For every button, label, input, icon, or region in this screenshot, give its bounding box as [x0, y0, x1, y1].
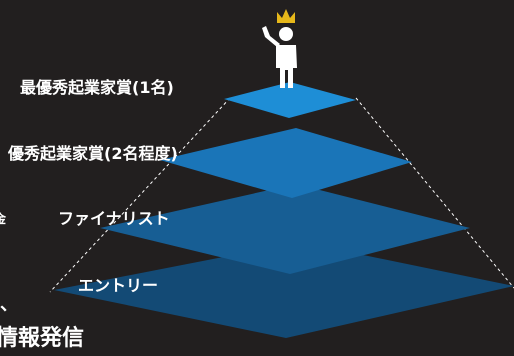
tier-top [224, 82, 356, 118]
winner-person-icon [262, 26, 297, 88]
tier-label-finalist: ファイナリスト [58, 209, 170, 228]
right-guide-line [355, 97, 514, 289]
left-guide-line [49, 97, 231, 293]
left-text-fragment-b: 、 [0, 294, 18, 315]
left-text-fragment-c: 情報発信 [0, 326, 85, 351]
tier-finalist [100, 184, 470, 274]
crown-icon [277, 9, 295, 23]
left-text-fragment-a: 金 [0, 212, 7, 226]
tier-excellent [160, 128, 412, 198]
tier-label-top: 最優秀起業家賞(1名) [20, 78, 174, 97]
tier-entry [54, 242, 514, 338]
tier-label-entry: エントリー [78, 276, 159, 295]
tier-label-excellent: 優秀起業家賞(2名程度) [8, 144, 178, 163]
